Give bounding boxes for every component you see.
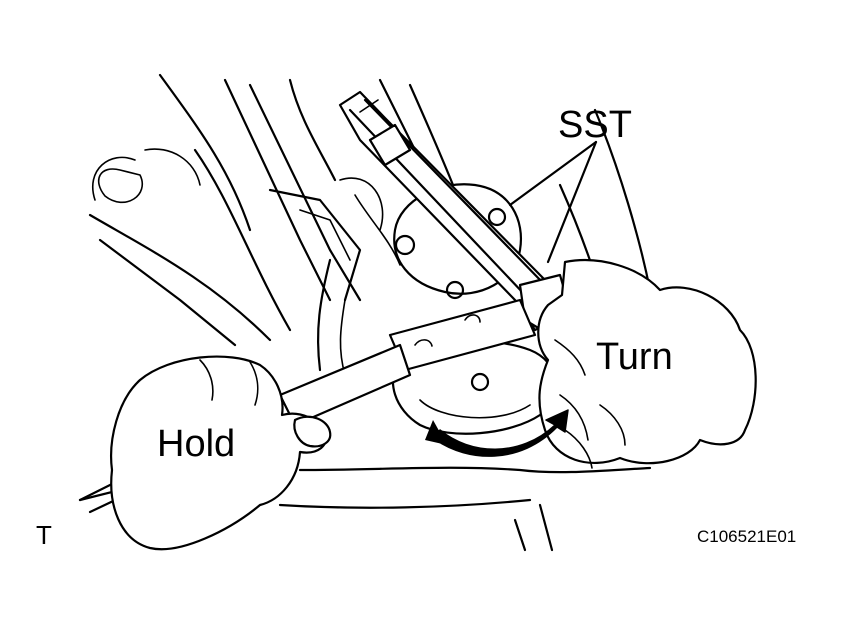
figure-code-label: C106521E01	[697, 527, 797, 546]
sst-label: SST	[558, 104, 632, 146]
turn-arrow-icon	[425, 409, 569, 457]
sst-leader-lines	[508, 140, 598, 264]
left-hand	[110, 355, 332, 551]
sst-tool-upper	[338, 90, 572, 334]
turn-label: Turn	[596, 336, 673, 378]
right-hand	[537, 259, 757, 469]
hold-label: Hold	[157, 423, 236, 465]
view-marker-label: T	[36, 520, 52, 550]
